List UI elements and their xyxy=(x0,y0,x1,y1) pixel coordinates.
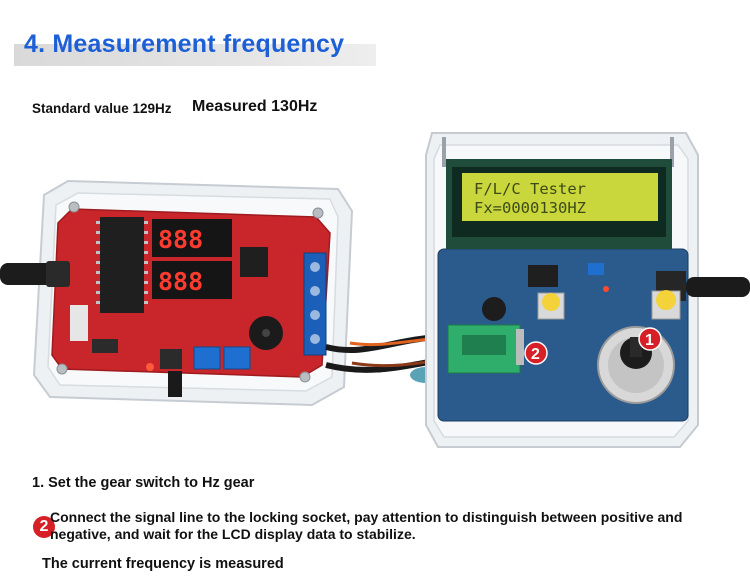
page-title: 4. Measurement frequency xyxy=(24,30,345,58)
flc-tester: F/L/C Tester Fx=0000130HZ 1 2 xyxy=(425,132,750,448)
step-2-marker: 2 xyxy=(33,516,55,538)
measured-value-label: Measured 130Hz xyxy=(192,98,318,115)
step-1-text: 1. Set the gear switch to Hz gear xyxy=(32,475,255,491)
standard-value-label: Standard value 129Hz xyxy=(32,101,172,116)
lcd-line-2: Fx=0000130HZ xyxy=(474,199,586,217)
marker-2: 2 xyxy=(531,346,540,363)
step-2-text: Connect the signal line to the locking s… xyxy=(50,509,683,542)
marker-1: 1 xyxy=(645,332,654,349)
title-underline-band xyxy=(14,44,376,66)
step-3-text: The current frequency is measured xyxy=(42,556,284,572)
lcd-line-1: F/L/C Tester xyxy=(474,180,586,198)
signal-generator: 888 888 xyxy=(0,179,354,407)
generator-display-bottom: 888 xyxy=(158,267,203,296)
generator-display-top: 888 xyxy=(158,225,203,254)
device-photo: 888 888 F/L/C Test xyxy=(0,132,750,448)
